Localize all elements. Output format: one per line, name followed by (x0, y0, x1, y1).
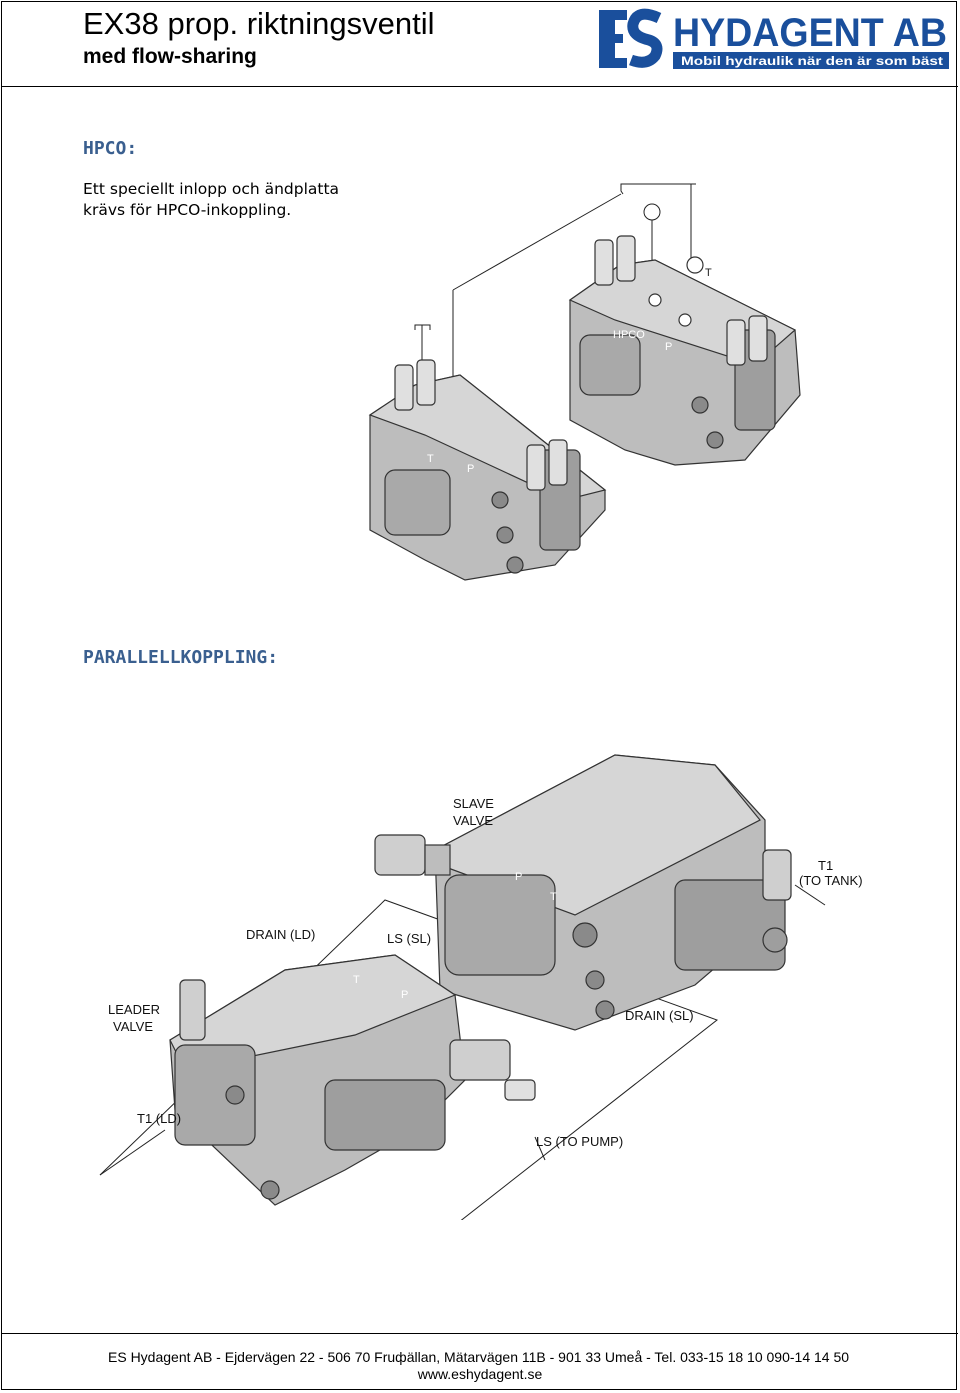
leader-t-label: T (353, 974, 360, 986)
company-logo: HYDAGENT AB Mobil hydraulik när den är s… (599, 8, 949, 69)
es-logo-mark-icon (599, 8, 663, 68)
logo-tagline-text: Mobil hydraulik när den är som bäst (681, 54, 943, 68)
hpco-valve-illustration: HPCO P T T P (368, 183, 801, 581)
footer-divider (1, 1333, 958, 1334)
hpco-p-label-back: P (665, 341, 672, 353)
leader-p-label: P (401, 989, 408, 1001)
parallel-heading: PARALLELLKOPPLING: (83, 647, 279, 668)
hpco-valve-front (368, 359, 607, 581)
header-divider (1, 86, 958, 87)
drain-ld-label: DRAIN (LD) (246, 927, 315, 942)
slave-t-label: T (550, 891, 557, 903)
slave-p-label: P (515, 871, 522, 883)
hpco-line-2: krävs för HPCO-inkoppling. (83, 201, 292, 219)
leader-valve-label-1: LEADER (108, 1002, 160, 1017)
slave-valve-label-1: SLAVE (453, 796, 494, 811)
t1-ld-label: T1 (LD) (137, 1111, 181, 1126)
logo-name-text: HYDAGENT AB (673, 11, 947, 55)
t1-tank-label-1: T1 (818, 858, 833, 873)
hpco-t-label-front: T (427, 453, 434, 465)
page-subtitle: med flow-sharing (83, 45, 257, 68)
drain-sl-label: DRAIN (SL) (625, 1008, 694, 1023)
footer-address: ES Hydagent AB - Ejdervägen 22 - 506 70 … (108, 1349, 850, 1365)
hpco-valve-back (568, 235, 801, 466)
ls-pump-label: LS (TO PUMP) (536, 1134, 623, 1149)
hpco-t-label-back: T (705, 267, 712, 279)
ls-sl-label: LS (SL) (387, 931, 431, 946)
t1-tank-label-2: (TO TANK) (799, 873, 863, 888)
hpco-p-label-front: P (467, 463, 474, 475)
slave-valve-label-2: VALVE (453, 813, 493, 828)
leader-valve (169, 954, 536, 1206)
hpco-line-1: Ett speciellt inlopp och ändplatta (83, 180, 340, 198)
leader-valve-label-2: VALVE (113, 1019, 153, 1034)
parallel-valve-illustration: P T T P SLAVE VALVE T1 (TO TANK) DRAIN (… (99, 754, 863, 1220)
slave-valve (374, 754, 792, 1031)
page-title: EX38 prop. riktningsventil (83, 6, 435, 41)
hpco-heading: HPCO: (83, 138, 138, 159)
hpco-label: HPCO (613, 329, 645, 341)
hpco-description: Ett speciellt inlopp och ändplatta krävs… (83, 179, 339, 221)
footer-website: www.eshydagent.se (417, 1366, 543, 1382)
